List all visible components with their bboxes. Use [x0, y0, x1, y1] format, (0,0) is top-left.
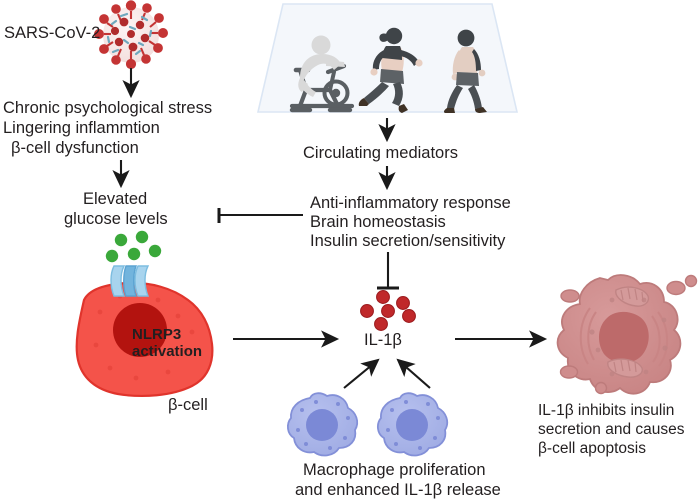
label-insulin-secretion: Insulin secretion/sensitivity: [310, 232, 506, 250]
label-nlrp3: NLRP3: [132, 326, 182, 343]
glucose-transporter-icon: [110, 265, 150, 297]
beta-cell-icon: [75, 265, 214, 398]
il1beta-cytokine-icon: [381, 304, 395, 318]
il1beta-cytokine-icon: [360, 304, 374, 318]
glucose-molecule-icon: [148, 244, 162, 258]
glucose-molecule-icon: [105, 249, 119, 263]
arrow-macrophage-left-to-il1b: [343, 358, 380, 389]
apoptotic-beta-cell-icon: [556, 274, 698, 395]
label-macrophage-release: and enhanced IL-1β release: [295, 481, 501, 499]
label-elevated: Elevated: [83, 190, 148, 208]
walker-icon: [443, 29, 487, 113]
il1beta-cytokine-icon: [396, 296, 410, 310]
beta-cell-nucleus: [113, 303, 167, 357]
label-apoptosis-line2: secretion and causes: [538, 421, 685, 438]
glucose-molecules-group: [105, 230, 162, 263]
il1beta-cytokine-icon: [402, 309, 416, 323]
inhibition-tbar-icon-to-il1b: [377, 252, 399, 290]
connector-arrows: [112, 68, 548, 389]
label-lingering-inflammation: Lingering inflammtion: [3, 119, 160, 137]
label-macrophage-proliferation: Macrophage proliferation: [303, 461, 486, 479]
runner-icon: [358, 27, 423, 113]
label-nlrp3-activation: activation: [132, 343, 203, 360]
label-sars-cov-2: SARS-CoV-2: [4, 24, 101, 42]
il1beta-cytokine-group: [360, 290, 416, 331]
il1beta-cytokine-icon: [374, 317, 388, 331]
label-il1beta: IL-1β: [364, 331, 402, 349]
label-anti-inflammatory: Anti-inflammatory response: [310, 194, 511, 212]
macrophage-icon: [377, 392, 449, 457]
label-circulating-mediators: Circulating mediators: [303, 144, 458, 162]
arrow-macrophage-right-to-il1b: [396, 358, 431, 389]
label-glucose-levels: glucose levels: [64, 210, 168, 228]
macrophage-icon: [287, 392, 359, 457]
sars-cov-2-virion-icon: [94, 0, 168, 70]
il1beta-cytokine-icon: [376, 290, 390, 304]
label-chronic-stress: Chronic psychological stress: [3, 99, 213, 117]
label-apoptosis-line3: β-cell apoptosis: [538, 440, 646, 457]
glucose-molecule-icon: [135, 230, 149, 244]
cyclist-icon: [289, 35, 355, 113]
label-beta-cell-dysfunction: β-cell dysfunction: [11, 139, 139, 157]
glucose-molecule-icon: [114, 233, 128, 247]
inhibition-tbar-icon-to-glucose: [217, 208, 303, 223]
exercise-panel: [256, 3, 519, 113]
label-beta-cell: β-cell: [168, 396, 208, 414]
glucose-molecule-icon: [127, 247, 141, 261]
label-brain-homeostasis: Brain homeostasis: [310, 213, 446, 231]
label-apoptosis-line1: IL-1β inhibits insulin: [538, 402, 675, 419]
